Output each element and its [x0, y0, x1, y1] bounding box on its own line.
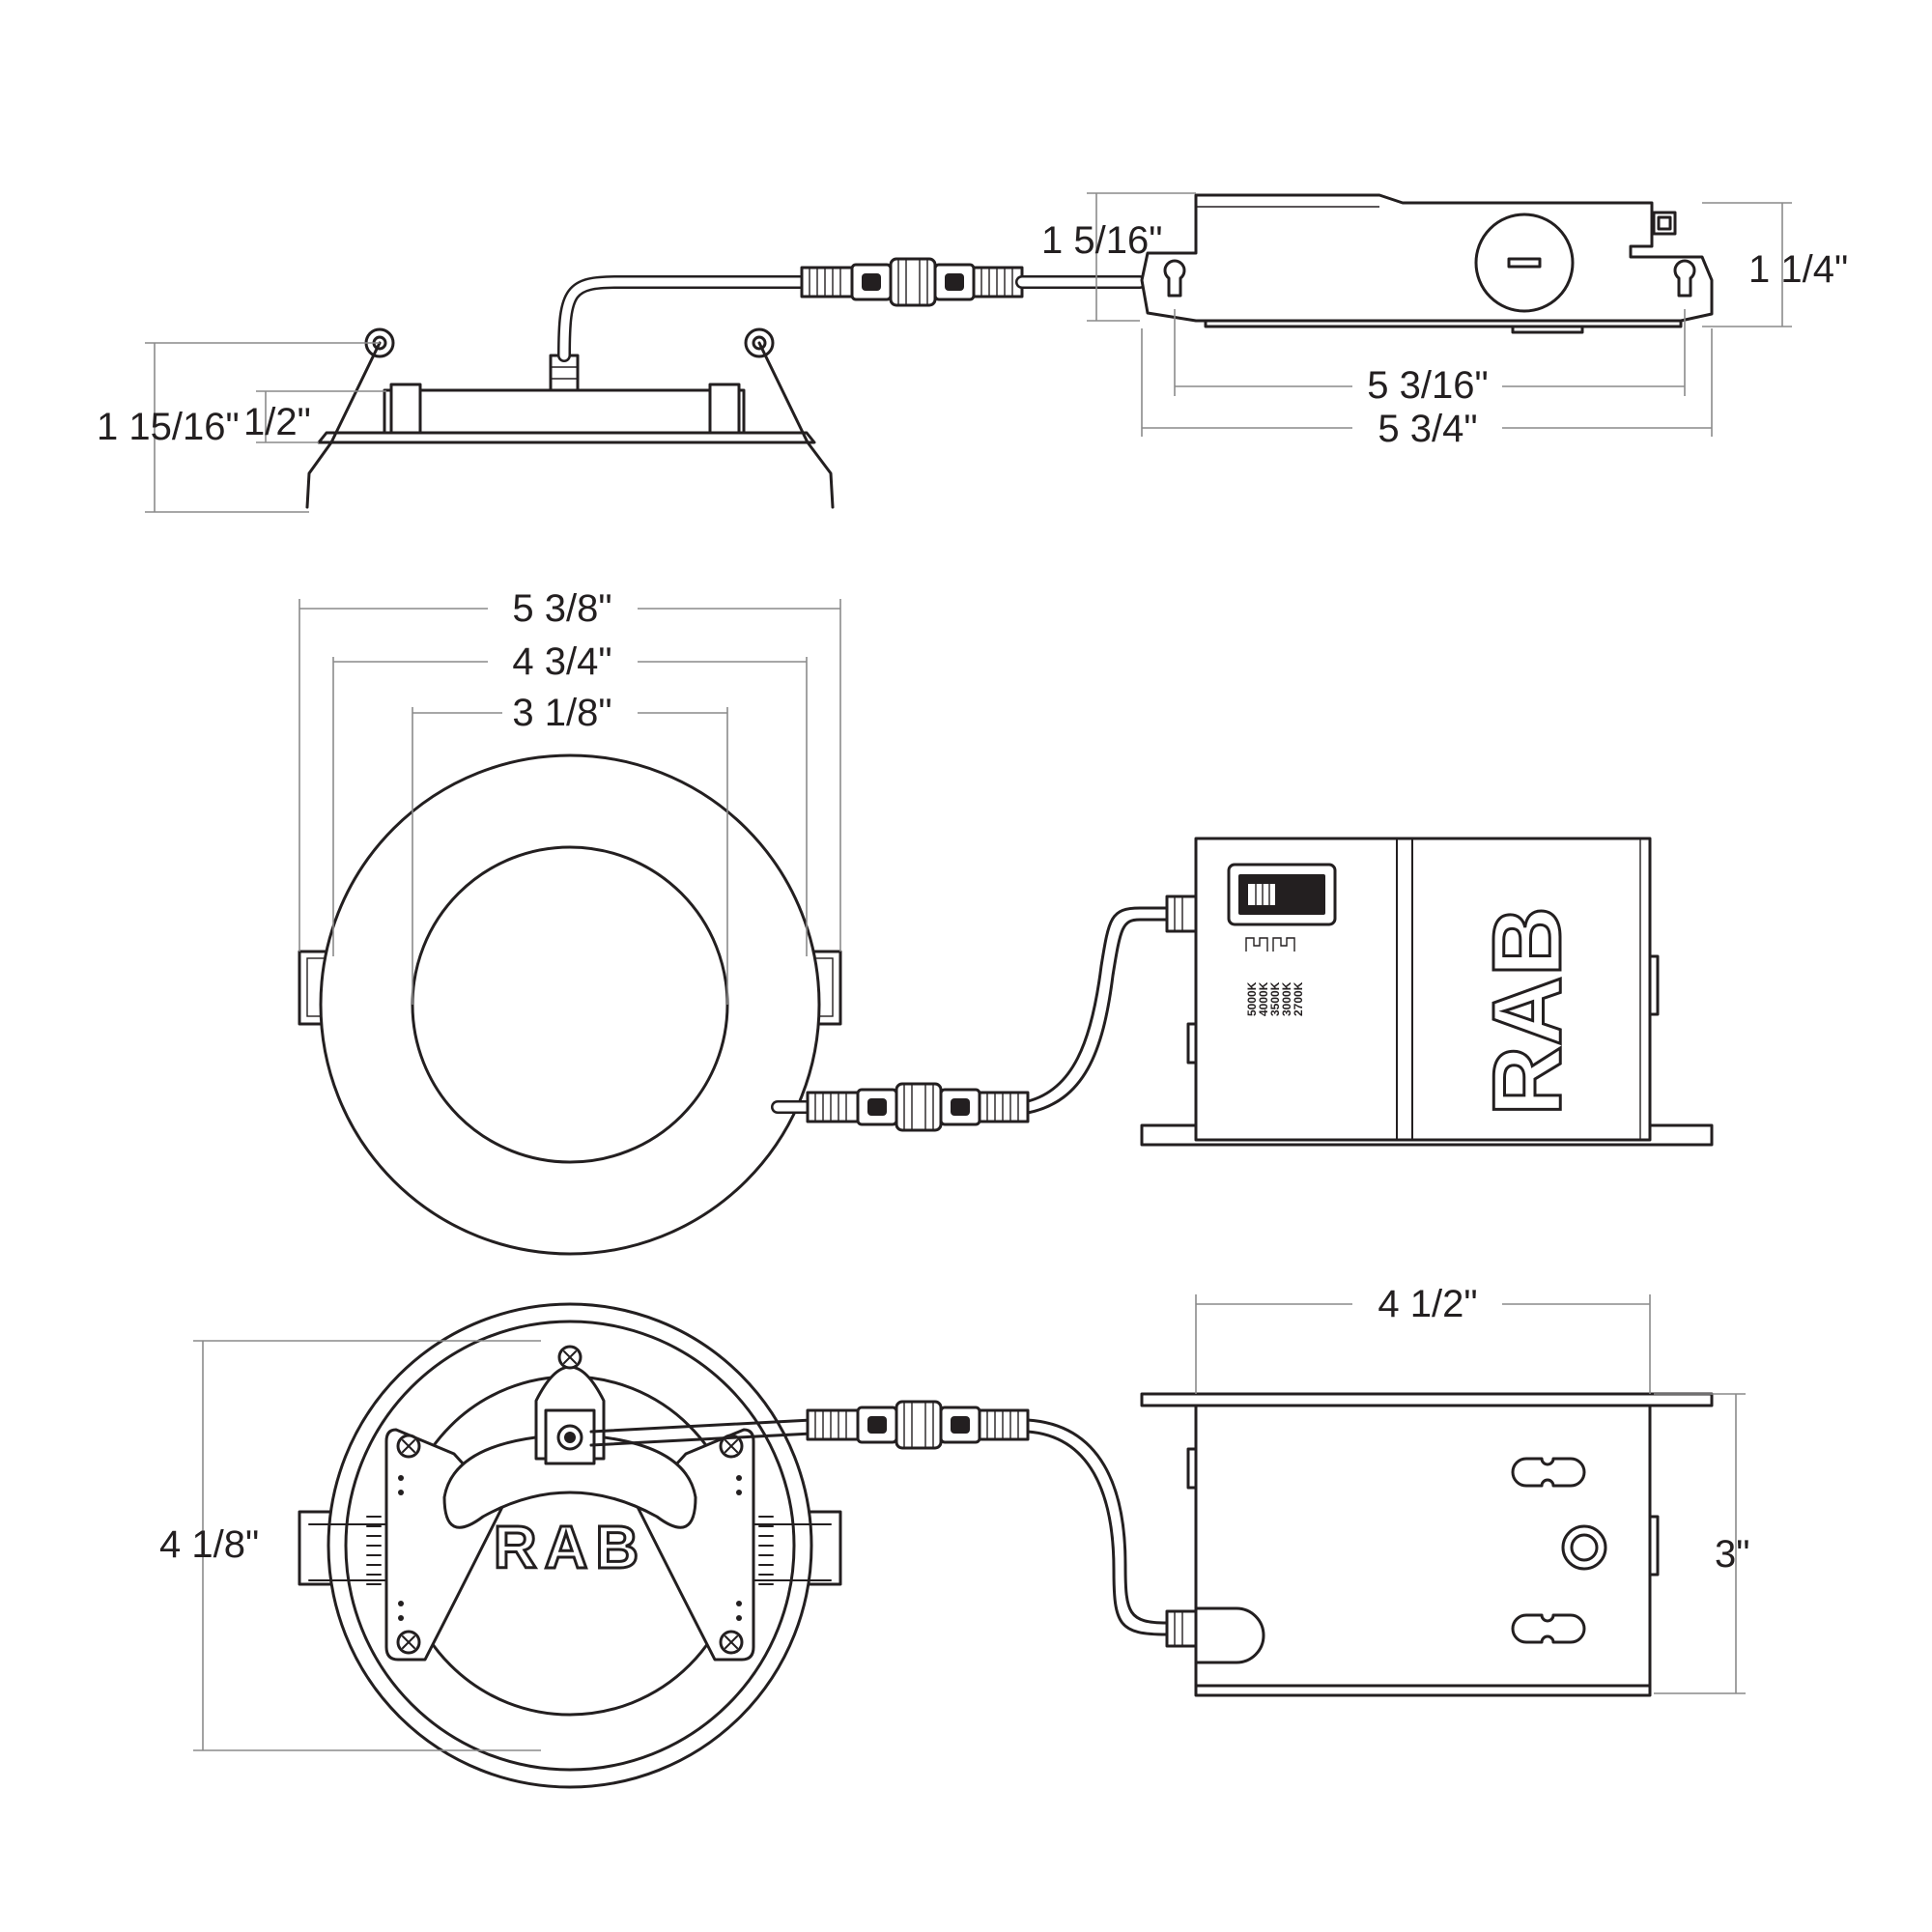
- driver-side-view: [1140, 193, 1714, 334]
- cct-option-2700k: 2700K: [1292, 981, 1305, 1016]
- cct-option-3500k: 3500K: [1268, 981, 1282, 1016]
- dimension-lines-middle: [298, 599, 841, 1005]
- dimension-labels: 1 15/16" 1/2" 1 5/16" 1 1/4" 5 3/16" 5 3…: [97, 219, 1848, 1576]
- dim-trim-outer-diameter: 5 3/8": [512, 587, 611, 630]
- dim-lens-diameter: 3 1/8": [512, 692, 611, 734]
- fixture-side-view: [305, 257, 1147, 509]
- cct-option-3000k: 3000K: [1280, 981, 1293, 1016]
- fixture-front-view: [298, 753, 1198, 1256]
- driver-top-view: 5000K 4000K 3500K 3000K 2700K RAB: [1140, 837, 1714, 1147]
- spring-right: [758, 1516, 774, 1585]
- dim-clip-span: 4 3/4": [512, 640, 611, 683]
- dim-rear-height: 4 1/8": [159, 1523, 259, 1566]
- dimension-lines-bottom: [193, 1294, 1746, 1751]
- driver-box-view: [1140, 1392, 1714, 1697]
- dim-driver-right-height: 1 1/4": [1748, 248, 1848, 291]
- dim-driver-overall-length: 5 3/4": [1378, 408, 1477, 450]
- rab-logo-rear: RAB: [494, 1515, 646, 1581]
- rab-logo-driver: RAB: [1473, 906, 1581, 1116]
- dim-driver-side-height: 1 5/16": [1041, 219, 1162, 262]
- dimension-lines-top: [145, 192, 1792, 513]
- dim-side-trim-thickness: 1/2": [243, 401, 311, 443]
- dim-driver-inner-length: 5 3/16": [1367, 364, 1488, 407]
- spring-left: [366, 1516, 382, 1585]
- dim-box-length: 4 1/2": [1378, 1283, 1477, 1325]
- cct-option-5000k: 5000K: [1245, 981, 1259, 1016]
- cct-option-4000k: 4000K: [1257, 981, 1270, 1016]
- dim-side-height-overall: 1 15/16": [97, 406, 240, 448]
- dim-box-height: 3": [1715, 1533, 1749, 1576]
- fixture-rear-view: RAB: [298, 1302, 1198, 1789]
- cct-option-list: 5000K 4000K 3500K 3000K 2700K: [1245, 981, 1305, 1016]
